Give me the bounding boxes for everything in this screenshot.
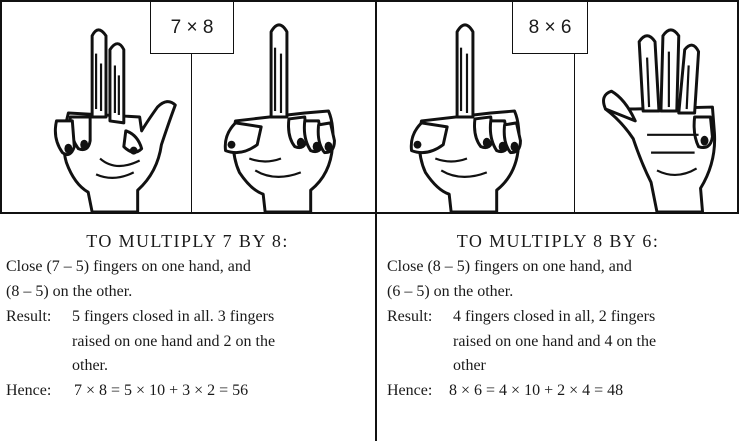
explanation-box: TO MULTIPLY 8 BY 6: Close (8 – 5) finger… (376, 214, 739, 441)
result-line-1: 4 fingers closed in all, 2 fingers (453, 308, 655, 326)
instruction-line-1: Close (8 – 5) fingers on one hand, and (387, 258, 632, 276)
result-label: Result: (6, 308, 51, 326)
illustration-box: 7 × 8 (0, 0, 376, 214)
result-line-3: other. (72, 357, 108, 375)
center-divider (574, 54, 575, 212)
illustration-box: 8 × 6 (376, 0, 739, 214)
hence-expression: 8 × 6 = 4 × 10 + 2 × 4 = 48 (449, 382, 623, 400)
heading: TO MULTIPLY 8 BY 6: (377, 231, 739, 252)
hand-two-fingers-raised-icon (30, 14, 180, 212)
left-panel: 7 × 8 TO MULTIPLY 7 BY 8: Close (7 – 5) … (0, 0, 376, 441)
hence-label: Hence: (387, 382, 432, 400)
result-line-2: raised on one hand and 2 on the (72, 333, 275, 351)
instruction-line-1: Close (7 – 5) fingers on one hand, and (6, 258, 251, 276)
result-line-1: 5 fingers closed in all. 3 fingers (72, 308, 274, 326)
hand-one-finger-raised-icon (205, 14, 355, 212)
instruction-line-2: (6 – 5) on the other. (387, 283, 513, 301)
hence-label: Hence: (6, 382, 51, 400)
result-line-2: raised on one hand and 4 on the (453, 333, 656, 351)
center-divider (191, 54, 192, 212)
right-panel: 8 × 6 TO MULTIPLY 8 BY 6: Close (8 – 5) … (376, 0, 739, 441)
hence-expression: 7 × 8 = 5 × 10 + 3 × 2 = 56 (74, 382, 248, 400)
hand-one-finger-raised-icon (391, 14, 541, 212)
explanation-box: TO MULTIPLY 7 BY 8: Close (7 – 5) finger… (0, 214, 376, 441)
heading: TO MULTIPLY 7 BY 8: (0, 231, 375, 252)
result-line-3: other (453, 357, 486, 375)
hand-three-fingers-raised-icon (581, 14, 731, 212)
result-label: Result: (387, 308, 432, 326)
instruction-line-2: (8 – 5) on the other. (6, 283, 132, 301)
